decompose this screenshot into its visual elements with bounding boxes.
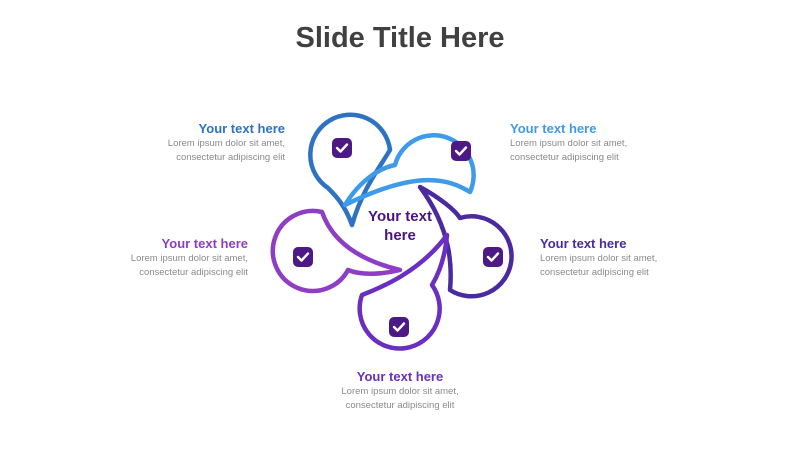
check-icon xyxy=(449,139,473,163)
check-icon xyxy=(387,315,411,339)
label-body-line-1: Lorem ipsum dolor sit amet, xyxy=(130,253,248,264)
label-heading: Your text here xyxy=(540,236,627,251)
check-icon xyxy=(330,136,354,160)
label-body-line-2: consectetur adipiscing elit xyxy=(176,152,285,163)
petal-top-left xyxy=(308,112,393,228)
petal-right xyxy=(417,184,514,299)
label-body-line-1: Lorem ipsum dolor sit amet, xyxy=(510,138,628,149)
label-heading: Your text here xyxy=(510,121,597,136)
petal-top-right xyxy=(342,133,476,208)
label-left: Your text here Lorem ipsum dolor sit ame… xyxy=(28,236,248,279)
center-line-1: Your text xyxy=(368,208,432,225)
label-top-right: Your text here Lorem ipsum dolor sit ame… xyxy=(510,121,730,164)
label-heading: Your text here xyxy=(198,121,285,136)
check-icon xyxy=(481,245,505,269)
label-body-line-2: consectetur adipiscing elit xyxy=(139,267,248,278)
label-heading: Your text here xyxy=(356,369,444,384)
label-right: Your text here Lorem ipsum dolor sit ame… xyxy=(540,236,760,279)
center-line-2: here xyxy=(384,227,416,244)
label-bottom: Your text here Lorem ipsum dolor sit ame… xyxy=(290,369,510,412)
petal-left xyxy=(270,208,403,294)
label-heading: Your text here xyxy=(161,236,248,251)
center-label: Your text here xyxy=(355,207,445,245)
petal-bottom xyxy=(357,232,450,351)
slide-title: Slide Title Here xyxy=(295,22,505,54)
label-body-line-1: Lorem ipsum dolor sit amet, xyxy=(167,138,285,149)
label-top-left: Your text here Lorem ipsum dolor sit ame… xyxy=(65,121,285,164)
label-body-line-1: Lorem ipsum dolor sit amet, xyxy=(540,253,658,264)
label-body-line-2: consectetur adipiscing elit xyxy=(540,267,649,278)
label-body-line-2: consectetur adipiscing elit xyxy=(510,152,619,163)
check-icon xyxy=(291,245,315,269)
label-body-line-1: Lorem ipsum dolor sit amet, xyxy=(341,386,459,397)
label-body-line-2: consectetur adipiscing elit xyxy=(345,400,455,411)
